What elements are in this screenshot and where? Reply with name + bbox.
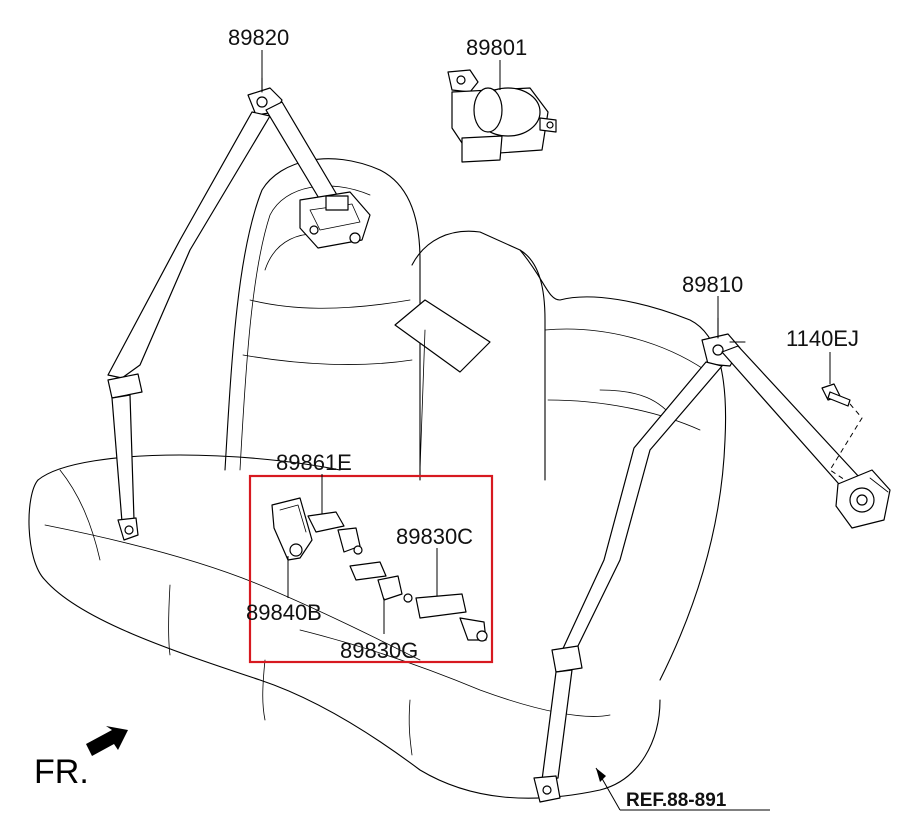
label-89840B: 89840B — [246, 600, 322, 625]
center-retractor-89801 — [447, 69, 557, 163]
buckle-highlight-box — [248, 474, 494, 664]
label-89861E: 89861E — [276, 450, 352, 475]
right-retractor — [835, 469, 891, 529]
right-seat-belt-89810 — [533, 317, 861, 803]
label-89830G: 89830G — [340, 638, 418, 663]
label-89820: 89820 — [228, 25, 289, 50]
label-ref-88-891: REF.88-891 — [626, 790, 727, 811]
label-89810: 89810 — [682, 272, 743, 297]
left-seat-belt-89820 — [107, 77, 341, 541]
seat-cushion — [28, 454, 661, 799]
leader-lines — [261, 50, 831, 811]
left-retractor — [299, 191, 371, 249]
buckle-assembly — [271, 497, 488, 642]
label-89801: 89801 — [466, 35, 527, 60]
seat-back — [224, 158, 727, 681]
label-1140EJ: 1140EJ — [786, 326, 859, 351]
front-arrow-icon — [86, 726, 128, 756]
label-89830C: 89830C — [396, 524, 473, 549]
label-fr: FR. — [34, 753, 89, 791]
bolt-1140EJ — [821, 383, 863, 481]
